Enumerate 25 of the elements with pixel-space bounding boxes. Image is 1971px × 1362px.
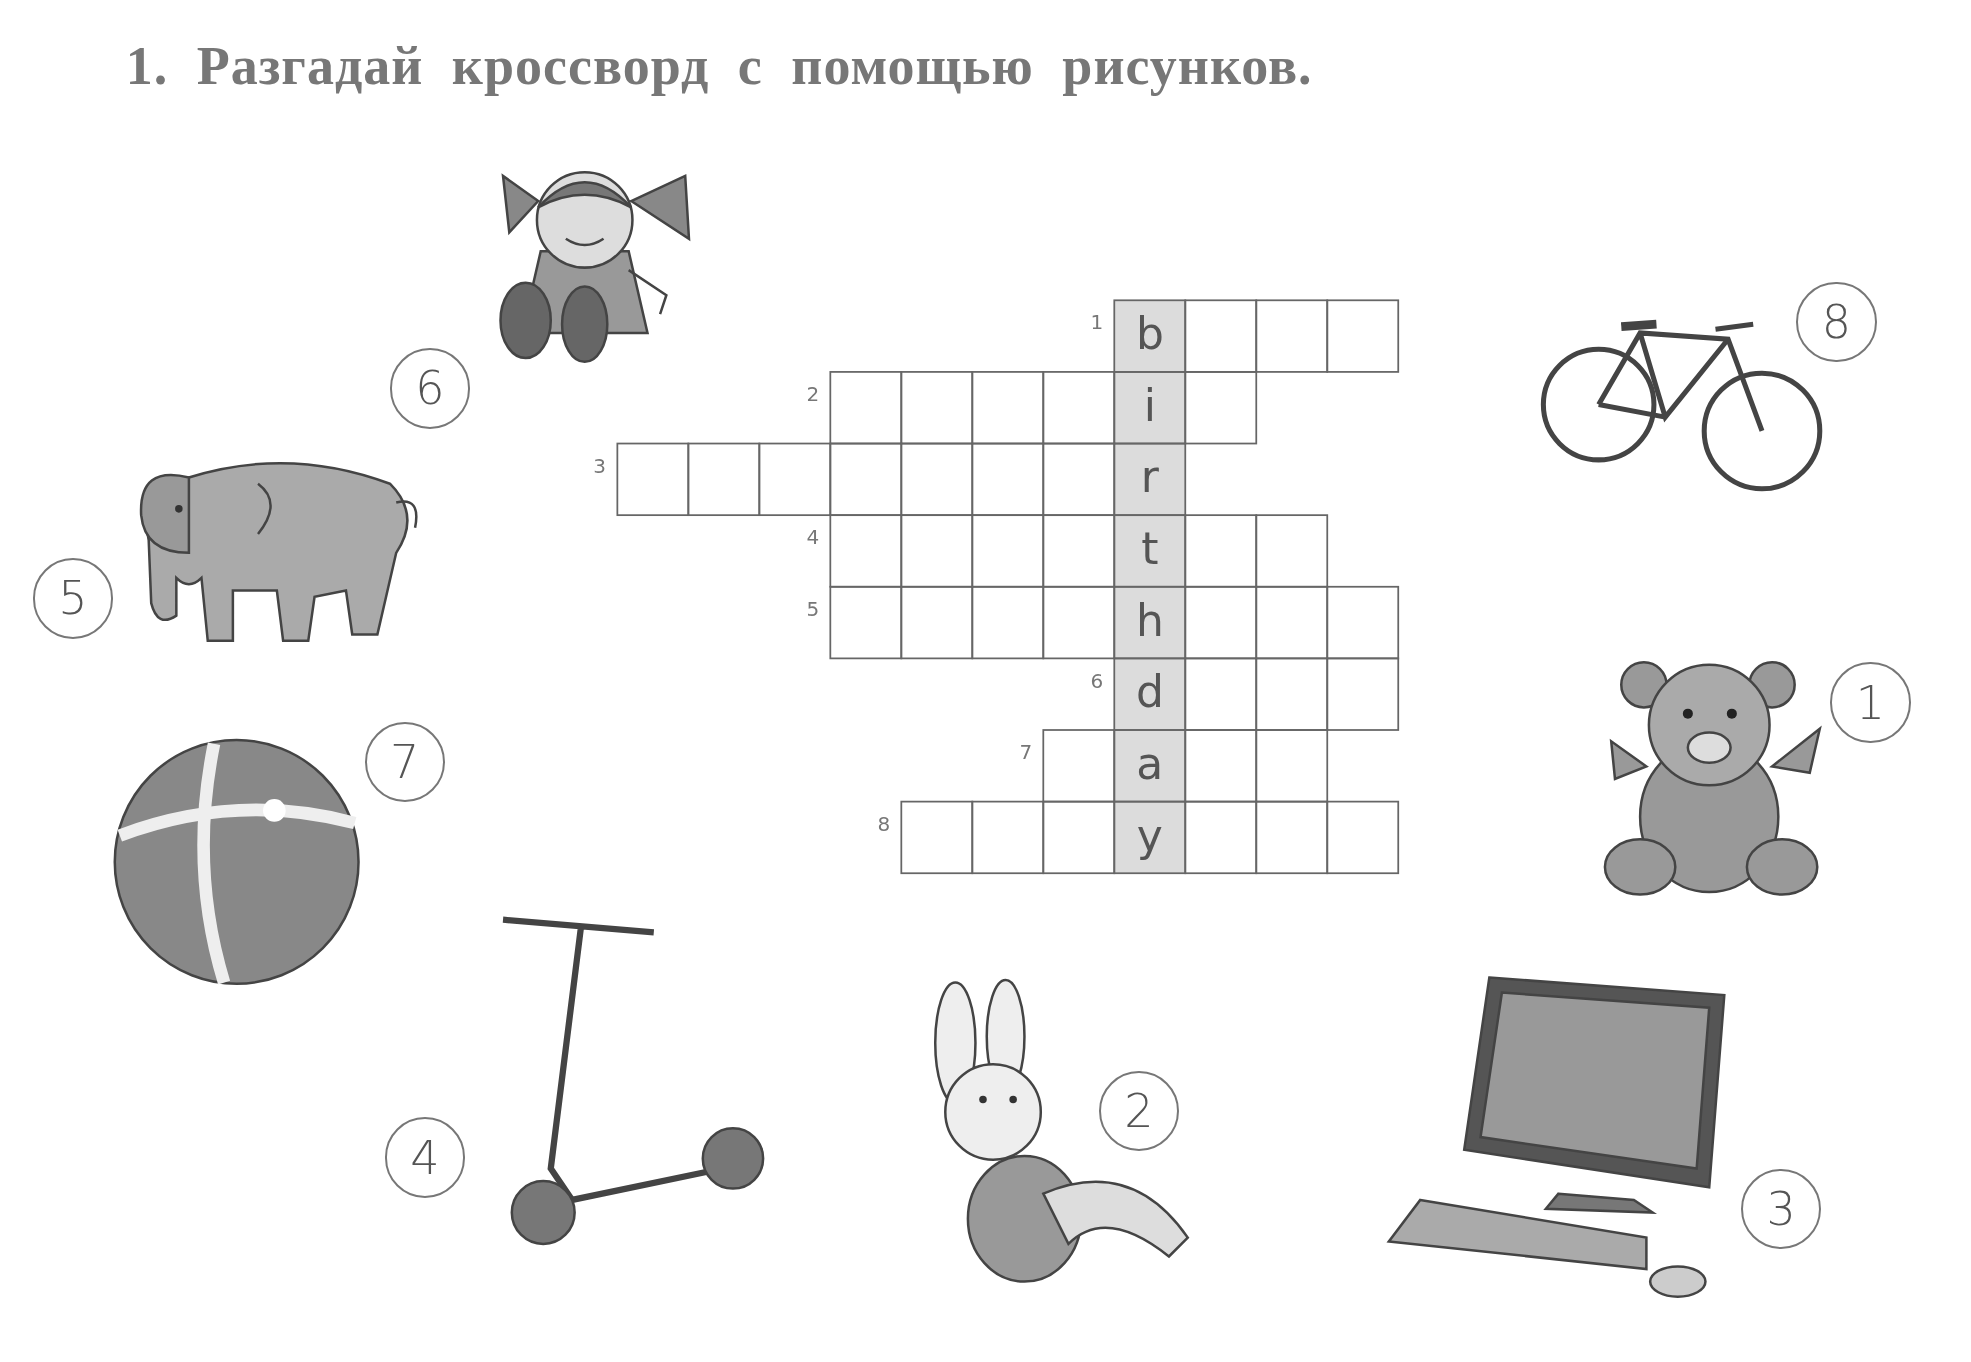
- number-circle: 8: [1796, 281, 1877, 362]
- clue-number: 6: [1090, 668, 1104, 693]
- crossword-letter: y: [1135, 809, 1164, 861]
- number-circle: 4: [384, 1117, 466, 1198]
- clue-number: 7: [1019, 740, 1033, 765]
- crossword-letter: r: [1139, 451, 1160, 503]
- clue-number: 3: [593, 453, 607, 478]
- crossword-letter: t: [1140, 522, 1160, 574]
- number-circle: 6: [389, 348, 471, 429]
- number-circle: 7: [364, 721, 445, 802]
- crossword-letter: d: [1134, 666, 1165, 718]
- clue-number: 4: [806, 525, 820, 550]
- crossword-letter: i: [1142, 379, 1157, 431]
- crossword-letter: h: [1134, 594, 1165, 646]
- number-circle: 5: [32, 558, 114, 639]
- clue-number: 2: [806, 382, 820, 407]
- crossword-letter: b: [1134, 307, 1165, 359]
- exercise-title: 1. Разгадай кроссворд с помощью рисунков.: [125, 35, 1313, 98]
- number-circle: 1: [1830, 662, 1911, 743]
- number-circle: 2: [1098, 1070, 1180, 1152]
- number-circle: 3: [1740, 1169, 1822, 1250]
- clue-number: 8: [877, 812, 891, 837]
- clue-number: 5: [806, 597, 820, 622]
- clue-number: 1: [1090, 310, 1104, 335]
- crossword-letter: a: [1135, 737, 1165, 789]
